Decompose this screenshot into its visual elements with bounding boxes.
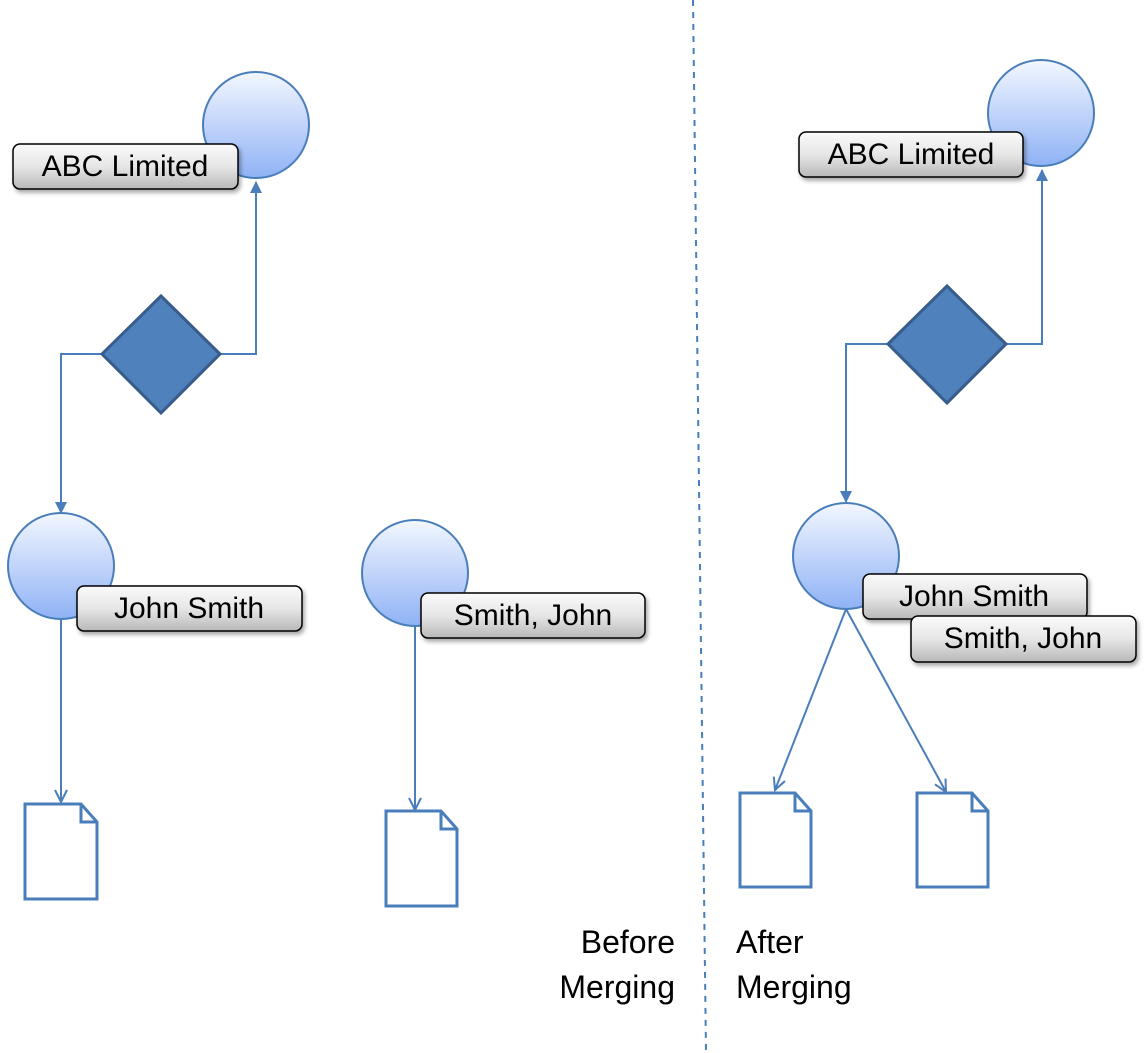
before-variant-label <box>420 592 646 639</box>
after-variant-label <box>910 615 1137 663</box>
before-caption-line2: Merging <box>559 969 675 1005</box>
after-person-to-document-2-connector <box>845 608 948 794</box>
after-diamond-to-person-connector <box>840 343 888 503</box>
after-relationship-diamond[interactable] <box>885 283 1009 406</box>
after-org-label <box>798 131 1024 178</box>
divider-line <box>692 0 707 1053</box>
after-person-label-text: John Smith <box>899 580 1049 613</box>
before-relationship-diamond[interactable] <box>99 293 223 416</box>
after-variant-label-text: Smith, John <box>944 622 1102 655</box>
before-panel: ABC Limited John Smith Smith, John Befor… <box>7 71 675 1005</box>
before-document-icon-1[interactable] <box>23 802 99 901</box>
before-diamond-to-org-connector <box>220 181 262 355</box>
after-panel: ABC Limited John Smith Smith, John After… <box>736 59 1137 1005</box>
after-org-label-text: ABC Limited <box>828 138 995 171</box>
before-person-label <box>76 585 303 632</box>
after-person-to-document-1-connector <box>772 608 847 793</box>
before-diamond-to-person-connector <box>55 353 102 514</box>
before-caption-line1: Before <box>581 924 675 960</box>
before-variant-label-text: Smith, John <box>454 599 612 632</box>
after-diamond-to-org-connector <box>1006 169 1048 345</box>
before-org-label-text: ABC Limited <box>42 150 209 183</box>
after-document-icon-2[interactable] <box>915 791 990 889</box>
before-person-label-text: John Smith <box>114 592 264 625</box>
before-org-label <box>12 143 239 190</box>
after-document-icon-1[interactable] <box>738 791 813 889</box>
before-document-icon-2[interactable] <box>384 809 459 908</box>
after-caption-line1: After <box>736 924 804 960</box>
after-caption-line2: Merging <box>736 969 852 1005</box>
